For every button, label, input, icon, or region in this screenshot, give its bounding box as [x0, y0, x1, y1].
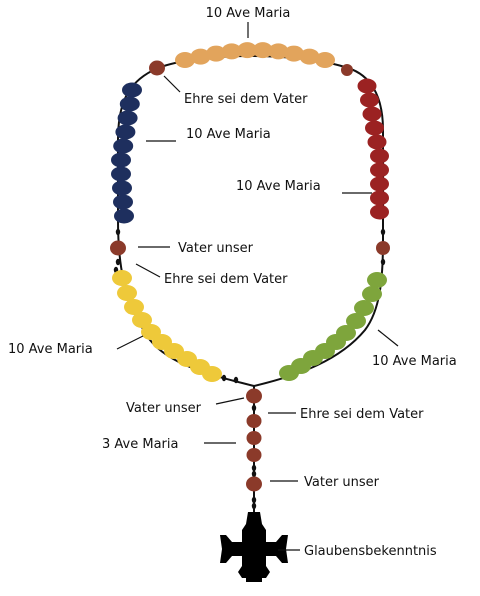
red-bead — [367, 134, 387, 150]
chain-link — [233, 376, 239, 384]
blue-bead — [111, 152, 131, 168]
vater-unser-bead-right — [376, 241, 390, 255]
vater-unser-bead-bottom — [246, 476, 262, 492]
chain-link — [115, 258, 121, 266]
leader-ave-green — [377, 329, 399, 347]
red-bead — [357, 78, 377, 94]
orange-bead — [315, 52, 335, 68]
leader-vater-center — [215, 397, 245, 405]
label-vater-unser-center: Vater unser — [126, 401, 202, 416]
orange-bead — [221, 43, 242, 60]
blue-bead — [111, 166, 131, 182]
blue-bead — [114, 208, 134, 224]
chain-link — [380, 258, 386, 266]
orange-bead — [206, 45, 227, 62]
chain-link — [221, 374, 227, 382]
label-top-ave-maria: 10 Ave Maria — [206, 6, 291, 21]
ave-bead-3 — [246, 448, 262, 462]
label-ehre-center: Ehre sei dem Vater — [300, 407, 424, 422]
label-vater-unser-left: Vater unser — [178, 241, 254, 256]
label-vater-unser-bottom: Vater unser — [304, 475, 380, 490]
green-bead — [346, 313, 366, 329]
orange-bead — [252, 42, 273, 59]
chain-link — [251, 502, 257, 510]
leader-lines — [116, 22, 399, 551]
red-bead — [370, 204, 389, 220]
vater-unser-bead-center — [246, 388, 262, 404]
ave-bead-1 — [246, 414, 262, 428]
vater-unser-bead-left — [110, 240, 126, 256]
green-bead — [367, 272, 387, 288]
blue-bead — [113, 194, 133, 210]
orange-bead — [299, 48, 320, 65]
label-three-ave-maria: 3 Ave Maria — [102, 437, 178, 452]
yellow-bead — [112, 270, 132, 286]
chain-link — [251, 470, 257, 478]
yellow-bead — [124, 299, 144, 315]
red-bead — [370, 190, 389, 206]
label-ave-maria-blue: 10 Ave Maria — [186, 127, 271, 142]
orange-bead — [237, 42, 258, 59]
ehre-bead-top — [149, 60, 165, 76]
ehre-bead-right — [341, 64, 353, 76]
leader-ehre-left — [135, 263, 161, 278]
blue-bead — [115, 124, 136, 140]
label-ehre-left: Ehre sei dem Vater — [164, 272, 288, 287]
bead-group — [110, 42, 390, 492]
orange-bead — [268, 43, 289, 60]
chain-link — [251, 464, 257, 472]
red-bead — [370, 162, 389, 178]
chain-link — [251, 404, 257, 412]
label-ave-maria-green: 10 Ave Maria — [372, 354, 457, 369]
orange-bead — [283, 45, 304, 62]
blue-bead — [112, 180, 132, 196]
yellow-bead — [202, 366, 222, 382]
blue-bead — [117, 110, 138, 126]
red-bead — [360, 92, 379, 108]
blue-bead — [119, 96, 140, 112]
label-ave-maria-red: 10 Ave Maria — [236, 179, 321, 194]
label-glaubensbekenntnis: Glaubensbekenntnis — [304, 544, 437, 559]
yellow-bead — [132, 312, 152, 328]
chain-links — [113, 228, 386, 510]
orange-bead — [175, 52, 195, 68]
red-bead — [362, 106, 382, 122]
red-bead — [370, 148, 389, 164]
chain-link — [115, 228, 121, 236]
orange-bead — [190, 48, 211, 65]
yellow-bead — [117, 285, 137, 301]
chain-link — [251, 496, 257, 504]
green-bead — [354, 300, 374, 316]
label-ave-maria-yellow: 10 Ave Maria — [8, 342, 93, 357]
blue-bead — [122, 82, 142, 98]
red-bead — [365, 120, 384, 136]
green-bead — [279, 365, 299, 381]
ave-bead-2 — [246, 431, 262, 445]
green-bead — [362, 286, 382, 302]
red-bead — [370, 176, 389, 192]
leader-ave-yellow — [116, 335, 144, 350]
cross-icon — [220, 512, 288, 582]
leader-ehre-top — [163, 75, 181, 93]
chain-link — [380, 228, 386, 236]
label-ehre-top: Ehre sei dem Vater — [184, 92, 308, 107]
blue-bead — [113, 138, 134, 154]
